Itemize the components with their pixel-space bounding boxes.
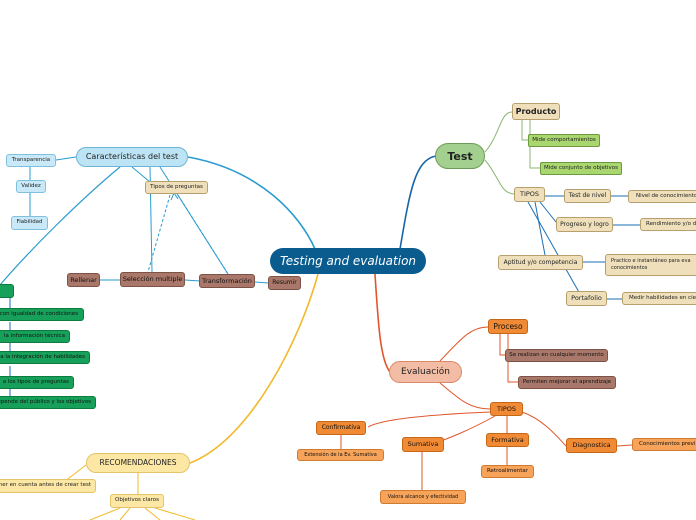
transformacion-node[interactable]: Transformación (199, 274, 255, 288)
validez-node[interactable]: Validez (16, 180, 46, 193)
formativa-node[interactable]: Formativa (486, 433, 529, 447)
left-item-5[interactable]: depende del público y los objetivos (0, 396, 96, 409)
producto-item-2[interactable]: Mide conjunto de objetivos (540, 162, 622, 175)
left-item-1[interactable]: con igualdad de condiciones (0, 308, 84, 321)
sumativa-node[interactable]: Sumativa (402, 437, 444, 452)
left-item-3[interactable]: a la integración de habilidades (0, 351, 90, 364)
diagnostica-desc[interactable]: Conocimientos previ (632, 438, 696, 451)
producto-item-1[interactable]: Mide comportamientos (528, 134, 600, 147)
producto-node[interactable]: Producto (512, 103, 560, 120)
eval-tipos-node[interactable]: TIPOS (490, 402, 523, 416)
aptitud-competencia-node[interactable]: Aptitud y/o competencia (498, 255, 583, 270)
proceso-node[interactable]: Proceso (488, 319, 528, 334)
sumativa-desc[interactable]: Valora alcance y efectividad (380, 490, 466, 504)
left-item-4[interactable]: a los tipos de preguntas (0, 376, 74, 389)
confirmativa-node[interactable]: Confirmativa (316, 421, 366, 435)
aptitud-desc-line-1: Practico e instantáneo para eva (611, 258, 691, 264)
transparencia-node[interactable]: Transparencia (6, 154, 56, 167)
resumir-node[interactable]: Resumir (268, 276, 301, 290)
proceso-item-2[interactable]: Permiten mejorar el aprendizaje (518, 376, 616, 389)
evaluacion-topic[interactable]: Evaluación (389, 361, 462, 383)
proceso-item-1[interactable]: Se realizan en cualquier momento (505, 349, 608, 362)
test-tipos-node[interactable]: TIPOS (514, 187, 545, 202)
diagnostica-node[interactable]: Diagnostica (566, 438, 617, 453)
central-topic[interactable]: Testing and evaluation (270, 248, 426, 274)
rellenar-node[interactable]: Rellenar (67, 273, 100, 287)
recomendacion-tener-en-cuenta[interactable]: ner en cuenta antes de crear test (0, 479, 96, 493)
aptitud-desc-line-2: conocimientos (611, 265, 648, 271)
progreso-y-logro-desc[interactable]: Rendimiento y/o d (640, 218, 696, 231)
test-topic[interactable]: Test (435, 143, 485, 169)
progreso-y-logro-node[interactable]: Progreso y logro (556, 217, 613, 232)
fiabilidad-node[interactable]: Fiabilidad (11, 216, 48, 230)
formativa-desc[interactable]: Retroalimentar (481, 465, 534, 478)
confirmativa-desc[interactable]: Extensión de la Ev. Sumativa (297, 449, 384, 461)
recomendaciones-topic[interactable]: RECOMENDACIONES (86, 453, 190, 473)
left-item-2[interactable]: la información técnica (0, 330, 70, 343)
tipos-de-preguntas-node[interactable]: Tipos de preguntas (145, 181, 208, 194)
portafolio-desc[interactable]: Medir habilidades en cie (622, 292, 696, 305)
seleccion-multiple-node[interactable]: Selección multiple (120, 272, 185, 287)
recomendacion-objetivos-claros[interactable]: Objetivos claros (110, 494, 164, 508)
test-de-nivel-node[interactable]: Test de nivel (564, 189, 611, 203)
caracteristicas-topic[interactable]: Características del test (76, 147, 188, 167)
left-partial-node[interactable] (0, 284, 14, 298)
test-de-nivel-desc[interactable]: Nivel de conocimiento (628, 190, 696, 203)
portafolio-node[interactable]: Portafolio (566, 291, 607, 306)
aptitud-competencia-desc[interactable]: Practico e instantáneo para eva conocimi… (605, 254, 696, 276)
